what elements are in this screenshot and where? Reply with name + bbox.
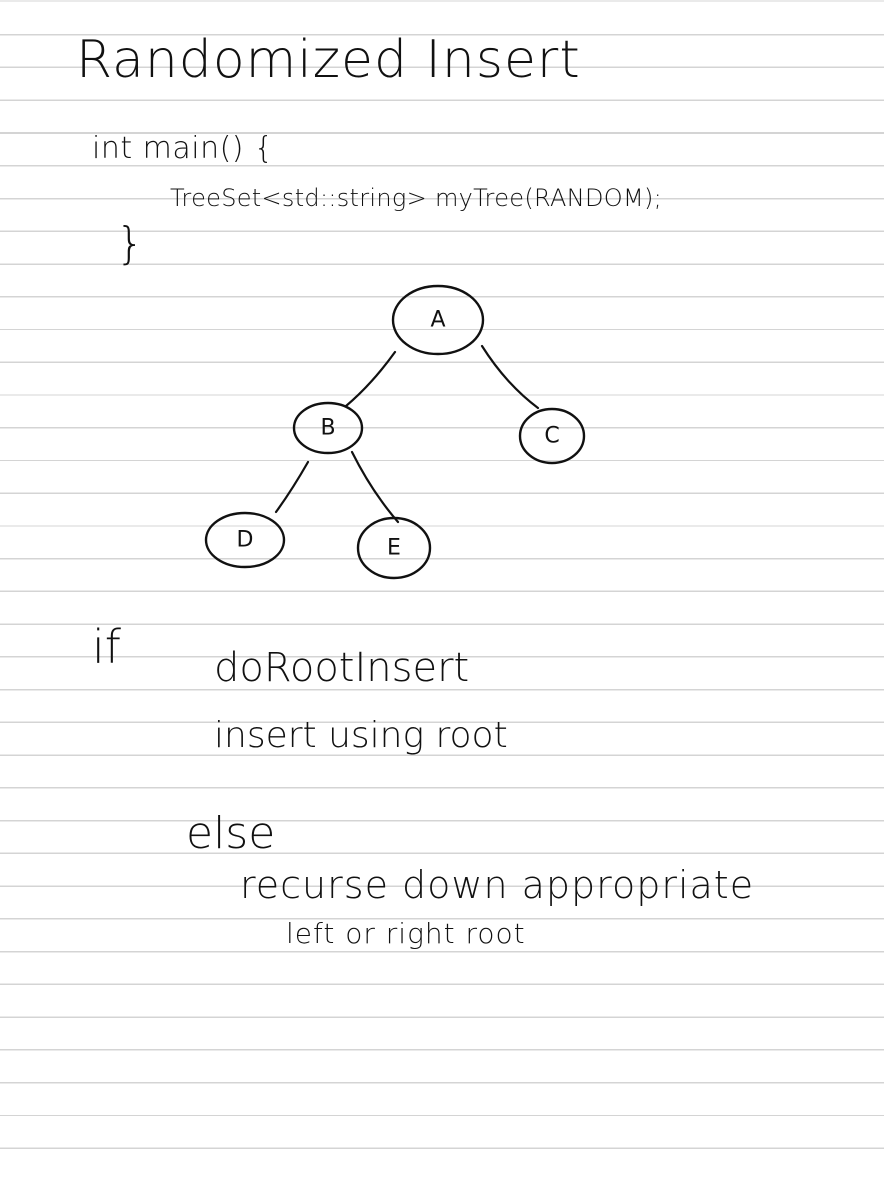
if-keyword: if — [92, 620, 121, 674]
tree-node-circle — [204, 511, 286, 569]
tree-edge-b-d — [274, 460, 310, 514]
else-keyword: else — [186, 808, 276, 859]
tree-node-label: E — [387, 536, 401, 561]
tree-node-label: D — [237, 528, 254, 553]
code-closing-brace: } — [116, 218, 144, 269]
code-main-signature: int main() { — [92, 131, 274, 166]
tree-node-circle — [292, 401, 364, 455]
tree-edges — [274, 344, 540, 524]
tree-node-circle — [356, 516, 432, 580]
else-body-line1: recurse down appropriate — [240, 863, 755, 907]
tree-node-label: A — [430, 308, 445, 333]
tree-node-circle — [391, 284, 485, 356]
tree-node-e: E — [356, 516, 432, 580]
tree-node-a: A — [391, 284, 485, 356]
tree-edge-a-c — [480, 344, 540, 410]
note-title: Randomized Insert — [76, 30, 581, 90]
tree-node-c: C — [518, 407, 586, 465]
else-body-line2: left or right root — [286, 917, 526, 950]
tree-node-label: C — [544, 424, 559, 449]
tree-edge-a-b — [344, 350, 397, 408]
tree-nodes: A B C D E — [204, 284, 586, 580]
tree-node-b: B — [292, 401, 364, 455]
tree-edge-b-e — [350, 450, 400, 524]
tree-node-d: D — [204, 511, 286, 569]
tree-node-circle — [518, 407, 586, 465]
if-condition: doRootInsert — [214, 645, 470, 691]
tree-node-label: B — [320, 416, 335, 441]
code-treeset-declaration: TreeSet<std::string> myTree(RANDOM); — [170, 184, 662, 212]
if-body: insert using root — [214, 715, 508, 756]
